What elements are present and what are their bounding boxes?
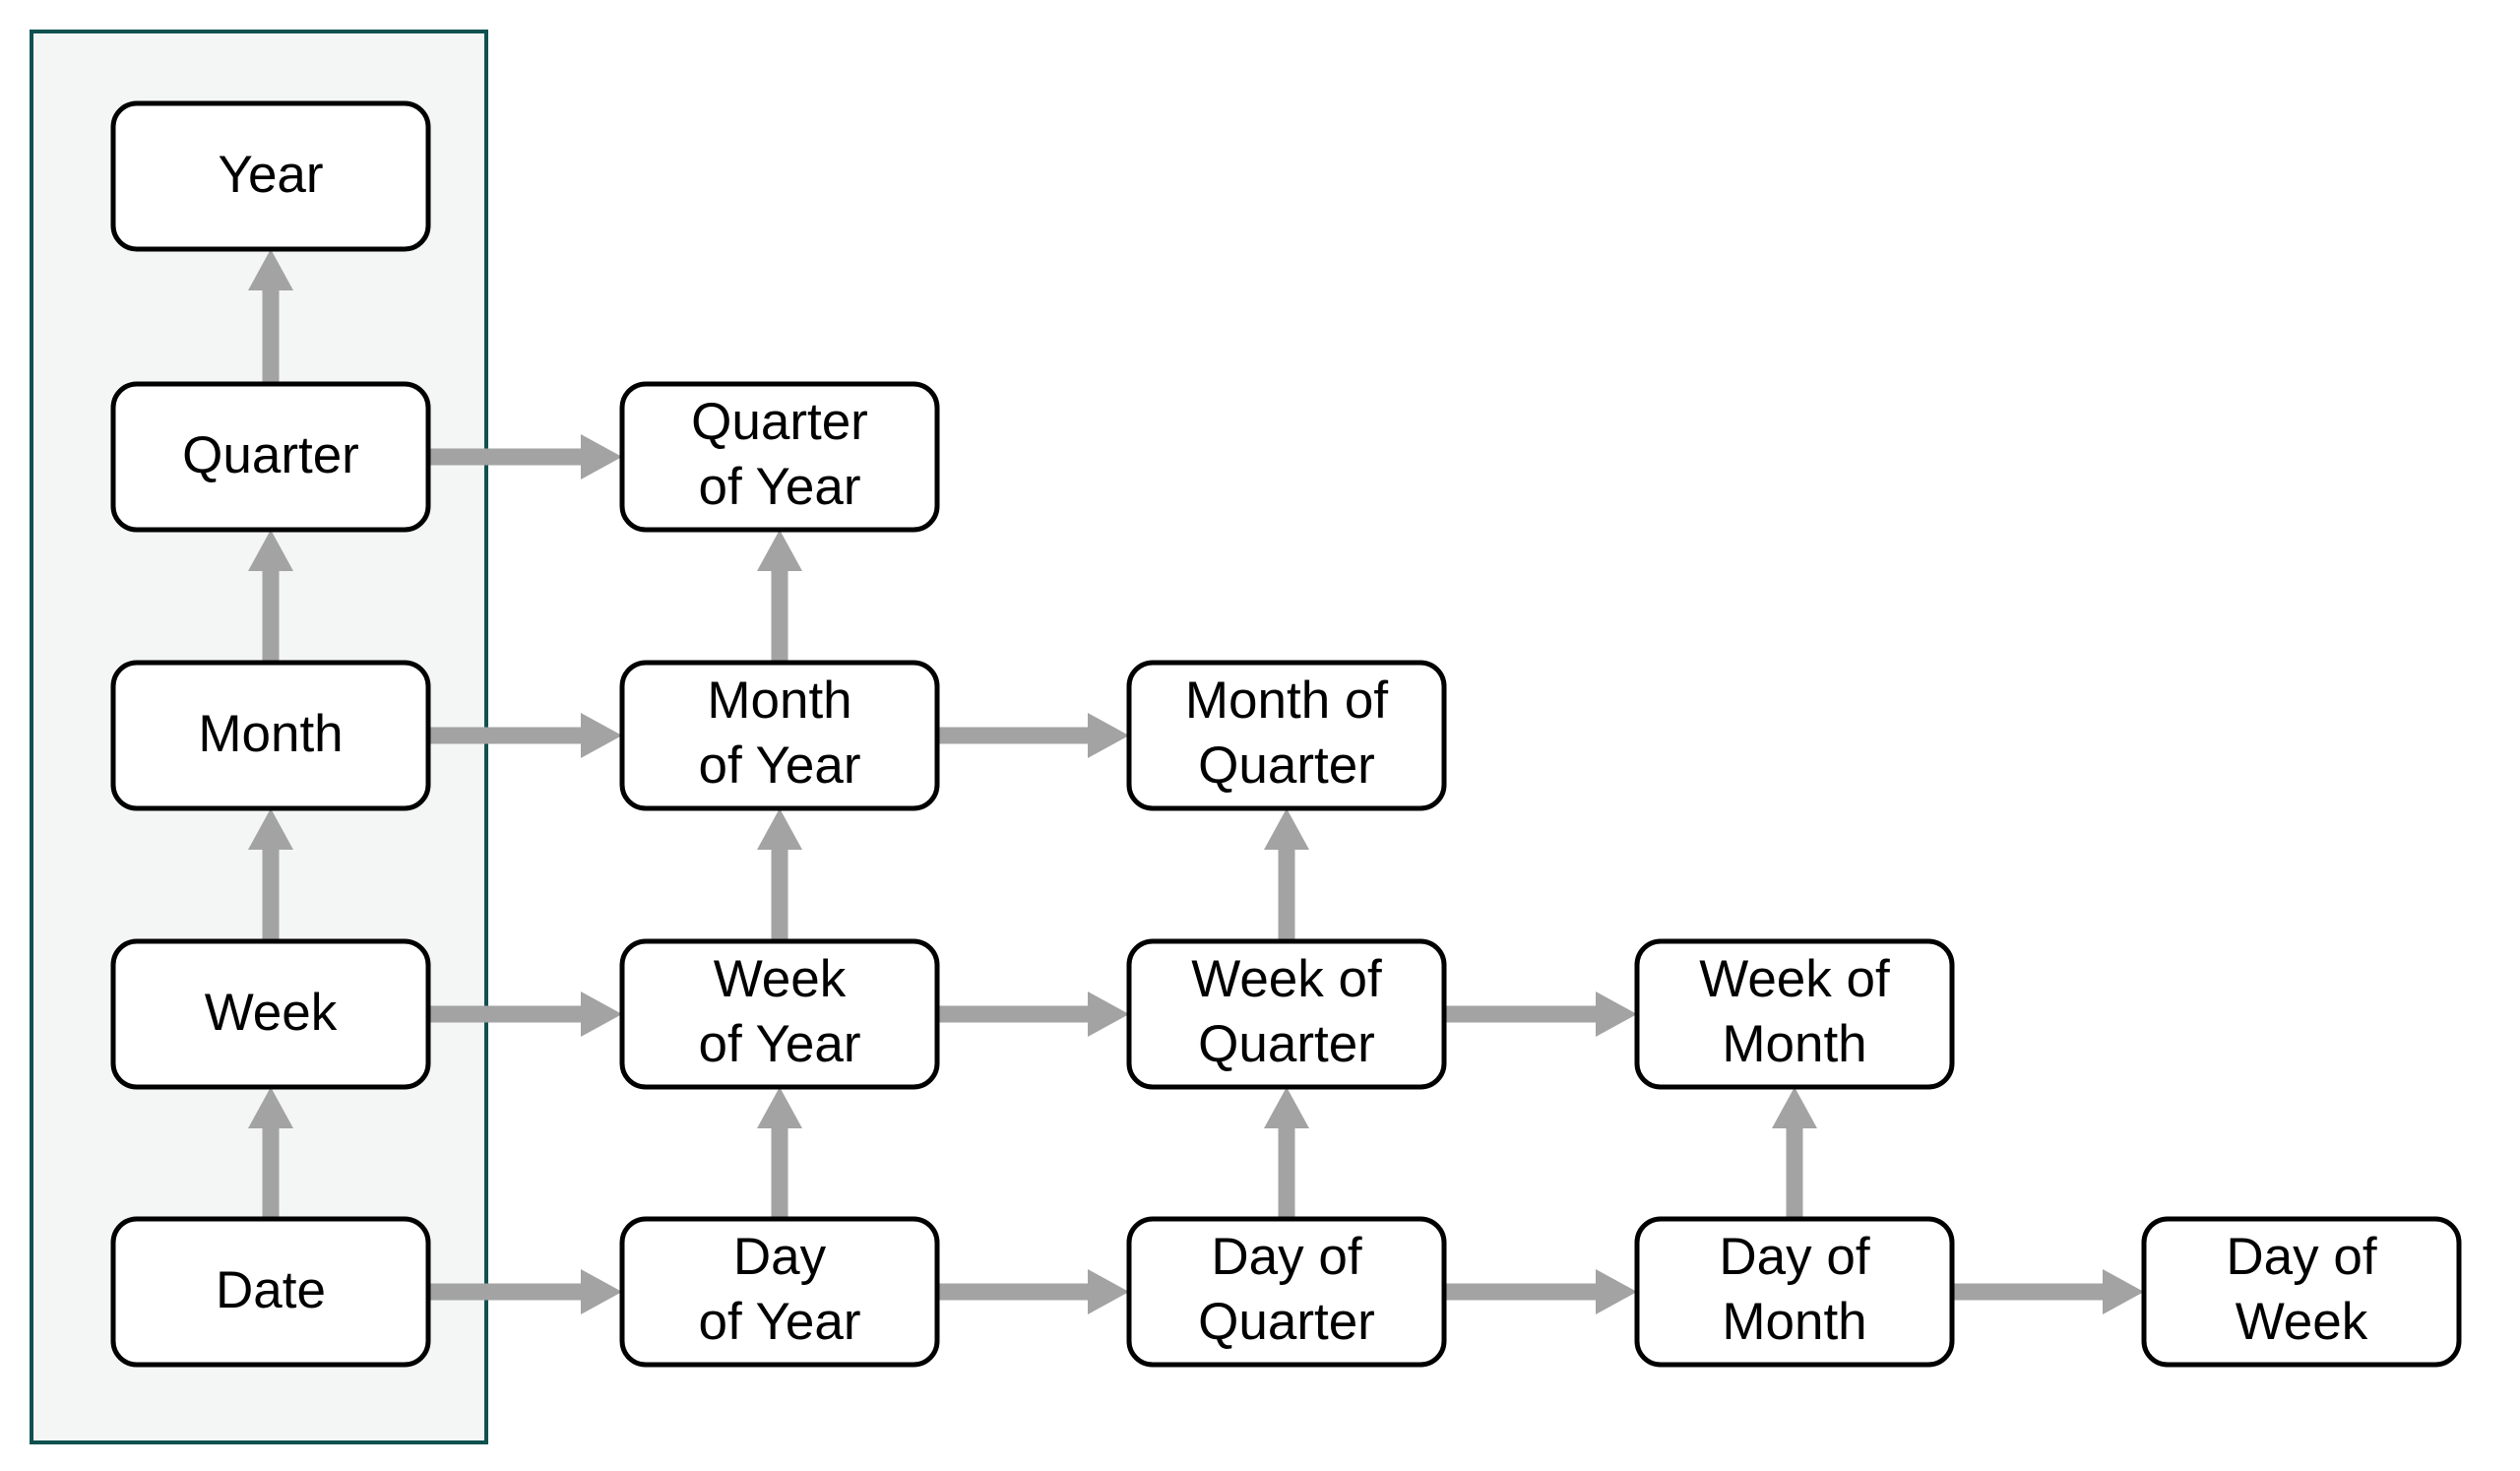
edge-day_of_year-to-day_of_quarter: [937, 1269, 1129, 1314]
edge-month_of_year-to-month_of_quarter: [937, 713, 1129, 758]
node-label-month_of_year-line1: Month: [707, 672, 851, 730]
node-box-week_of_month[interactable]: [1634, 938, 1955, 1090]
edge-month_of_year-to-quarter_of_year: [757, 530, 802, 663]
edge-quarter-to-quarter_of_year: [428, 434, 622, 480]
edge-week_of_year-to-week_of_quarter: [937, 991, 1129, 1037]
node-label-quarter_of_year-line2: of Year: [698, 458, 860, 516]
edge-day_of_month-to-day_of_week: [1952, 1269, 2144, 1314]
node-quarter[interactable]: Quarter: [110, 381, 431, 533]
node-box-week_of_quarter[interactable]: [1126, 938, 1447, 1090]
node-label-week_of_month-line1: Week of: [1699, 950, 1890, 1008]
node-label-month_of_quarter-line2: Quarter: [1198, 736, 1375, 795]
node-box-day_of_year[interactable]: [619, 1216, 940, 1368]
edge-day_of_month-to-week_of_month: [1772, 1087, 1817, 1219]
node-box-week_of_year[interactable]: [619, 938, 940, 1090]
edge-month-to-quarter: [248, 530, 293, 663]
node-week_of_quarter[interactable]: Week of Quarter: [1126, 938, 1447, 1090]
node-date[interactable]: Date: [110, 1216, 431, 1368]
node-year[interactable]: Year: [110, 100, 431, 252]
node-label-week_of_month-line2: Month: [1722, 1015, 1866, 1073]
node-box-week[interactable]: [110, 938, 431, 1090]
edge-week_of_quarter-to-month_of_quarter: [1264, 808, 1309, 941]
node-box-year[interactable]: [110, 100, 431, 252]
node-label-week_of_quarter-line2: Quarter: [1198, 1015, 1375, 1073]
node-week_of_year[interactable]: Week of Year: [619, 938, 940, 1090]
node-label-day_of_quarter-line1: Day of: [1211, 1228, 1361, 1286]
node-label-week_of_year-line1: Week: [714, 950, 847, 1008]
edge-quarter-to-year: [248, 249, 293, 384]
node-quarter_of_year[interactable]: Quarter of Year: [619, 381, 940, 533]
node-month_of_quarter[interactable]: Month of Quarter: [1126, 660, 1447, 811]
node-label-quarter_of_year-line1: Quarter: [691, 393, 868, 451]
node-label-week_of_quarter-line1: Week of: [1191, 950, 1382, 1008]
node-label-quarter: Quarter: [182, 426, 359, 484]
node-label-week: Week: [205, 984, 338, 1042]
edge-week-to-week_of_year: [428, 991, 622, 1037]
node-label-day_of_month-line1: Day of: [1719, 1228, 1869, 1286]
edge-day_of_quarter-to-day_of_month: [1444, 1269, 1637, 1314]
node-day_of_quarter[interactable]: Day of Quarter: [1126, 1216, 1447, 1368]
node-day_of_month[interactable]: Day of Month: [1634, 1216, 1955, 1368]
node-box-month_of_year[interactable]: [619, 660, 940, 811]
node-label-date: Date: [216, 1261, 326, 1319]
edge-day_of_quarter-to-week_of_quarter: [1264, 1087, 1309, 1219]
node-day_of_week[interactable]: Day of Week: [2141, 1216, 2462, 1368]
node-box-quarter[interactable]: [110, 381, 431, 533]
node-label-month: Month: [198, 705, 343, 763]
node-label-day_of_quarter-line2: Quarter: [1198, 1293, 1375, 1351]
edge-date-to-day_of_year: [428, 1269, 622, 1314]
node-week[interactable]: Week: [110, 938, 431, 1090]
edge-week_of_quarter-to-week_of_month: [1444, 991, 1637, 1037]
edge-week_of_year-to-month_of_year: [757, 808, 802, 941]
node-day_of_year[interactable]: Day of Year: [619, 1216, 940, 1368]
node-label-month_of_quarter-line1: Month of: [1185, 672, 1389, 730]
edge-date-to-week: [248, 1087, 293, 1219]
node-label-day_of_week-line2: Week: [2236, 1293, 2368, 1351]
node-month[interactable]: Month: [110, 660, 431, 811]
node-label-day_of_month-line2: Month: [1722, 1293, 1866, 1351]
node-box-day_of_week[interactable]: [2141, 1216, 2462, 1368]
edge-week-to-month: [248, 808, 293, 941]
edge-month-to-month_of_year: [428, 713, 622, 758]
node-label-year: Year: [218, 146, 323, 204]
node-label-week_of_year-line2: of Year: [698, 1015, 860, 1073]
node-label-day_of_week-line1: Day of: [2226, 1228, 2376, 1286]
node-box-day_of_month[interactable]: [1634, 1216, 1955, 1368]
node-label-day_of_year-line2: of Year: [698, 1293, 860, 1351]
node-box-date[interactable]: [110, 1216, 431, 1368]
node-week_of_month[interactable]: Week of Month: [1634, 938, 1955, 1090]
node-box-month[interactable]: [110, 660, 431, 811]
edge-layer: [248, 249, 2144, 1314]
node-month_of_year[interactable]: Month of Year: [619, 660, 940, 811]
node-label-month_of_year-line2: of Year: [698, 736, 860, 795]
edge-day_of_year-to-week_of_year: [757, 1087, 802, 1219]
node-box-quarter_of_year[interactable]: [619, 381, 940, 533]
node-box-day_of_quarter[interactable]: [1126, 1216, 1447, 1368]
node-label-day_of_year-line1: Day: [733, 1228, 827, 1286]
node-box-month_of_quarter[interactable]: [1126, 660, 1447, 811]
